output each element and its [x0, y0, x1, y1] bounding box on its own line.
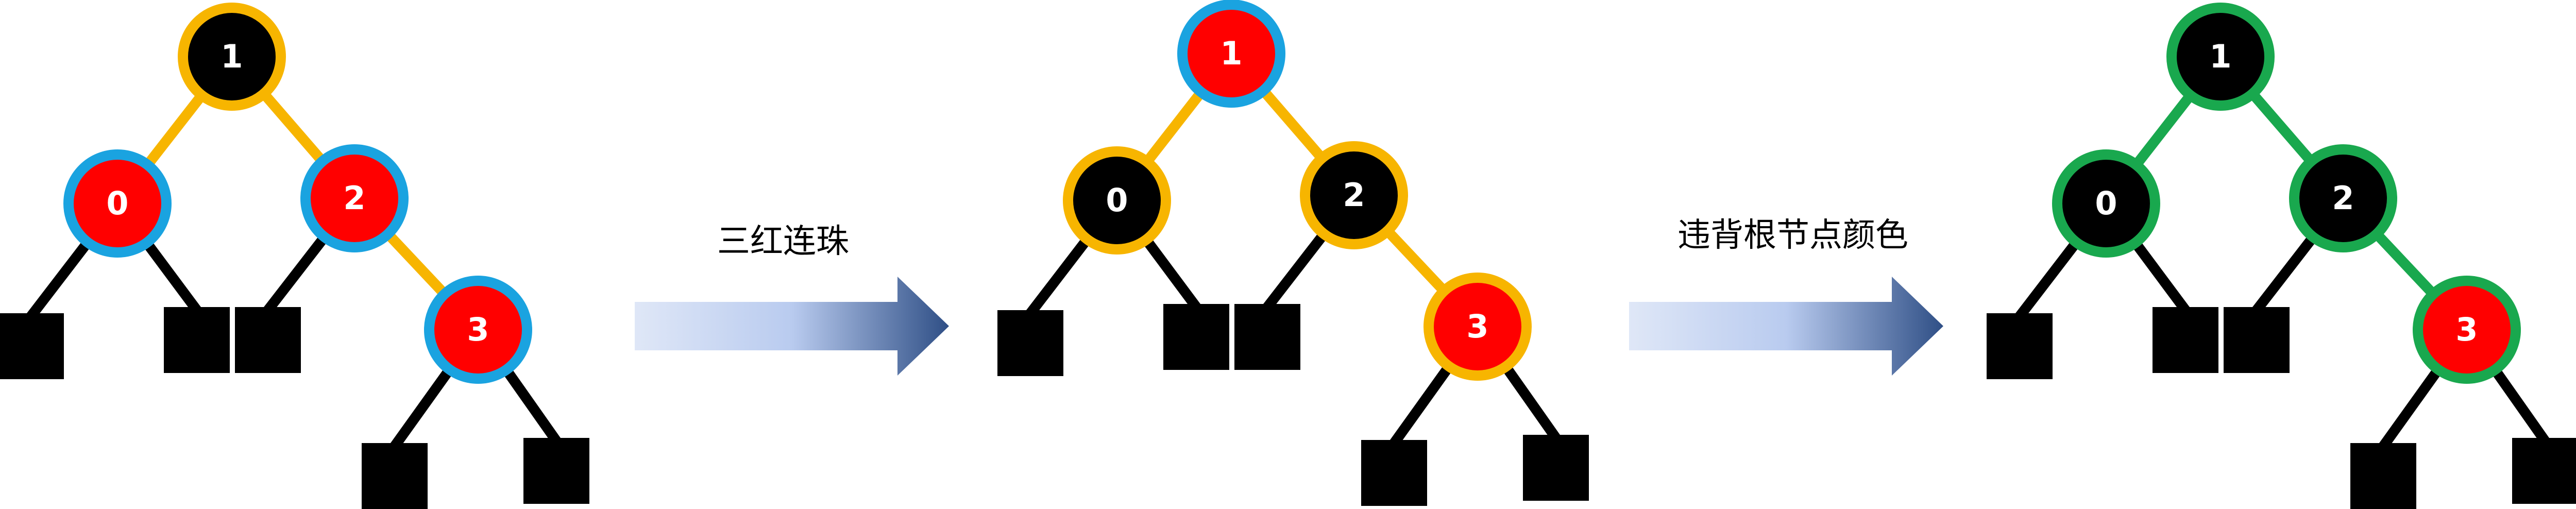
tree-node-circle: [2289, 144, 2397, 252]
tree-node-circle: [1177, 0, 1285, 108]
tree-node-circle: [1300, 141, 1408, 249]
tree-node-circle: [424, 276, 532, 384]
tree-node-label: 0: [2095, 184, 2117, 222]
nil-leaf-0-left: [1987, 313, 2053, 379]
tree-node-label: 2: [2332, 179, 2354, 217]
tree-node-label: 1: [1220, 35, 1242, 72]
arrow-label: 三红连珠: [717, 223, 849, 261]
nil-leaf-0-right: [164, 307, 230, 373]
tree-node-circle: [2052, 149, 2160, 258]
nil-leaf-3-left: [1361, 440, 1427, 506]
transition-arrow-1: 三红连珠: [635, 223, 949, 376]
tree-node-1: 1: [178, 3, 286, 111]
tree-node-circle: [178, 3, 286, 111]
tree-node-circle: [2413, 276, 2521, 384]
tree-node-3: 3: [424, 276, 532, 384]
nil-leaf-layer: [0, 304, 2576, 509]
tree-node-circle: [1063, 146, 1171, 254]
tree-node-circle: [2166, 3, 2275, 111]
arrow-shape: [1629, 277, 1943, 376]
nil-leaf-3-right: [2512, 438, 2576, 504]
tree-node-label: 0: [1106, 181, 1128, 219]
tree-node-1: 1: [2166, 3, 2275, 111]
tree-node-1: 1: [1177, 0, 1285, 108]
nil-leaf-2-left: [235, 307, 301, 373]
arrow-label: 违背根节点颜色: [1677, 216, 1908, 254]
node-layer: 1 0 2 3 1 0 2 3 1 0 2 3: [63, 0, 2521, 384]
nil-leaf-0-right: [1163, 304, 1229, 370]
nil-leaf-3-right: [1523, 435, 1589, 501]
tree-node-label: 1: [2209, 38, 2231, 75]
tree-node-3: 3: [1423, 273, 1532, 381]
nil-leaf-3-left: [2350, 443, 2416, 509]
nil-leaf-2-left: [2224, 307, 2290, 373]
nil-leaf-0-left: [0, 313, 64, 379]
tree-node-0: 0: [63, 149, 172, 258]
edge-layer: [27, 50, 2550, 449]
tree-node-label: 3: [1466, 308, 1488, 345]
tree-node-label: 2: [1343, 176, 1365, 214]
tree-node-3: 3: [2413, 276, 2521, 384]
tree-node-2: 2: [1300, 141, 1408, 249]
nil-leaf-3-left: [362, 443, 428, 509]
tree-node-circle: [1423, 273, 1532, 381]
tree-node-2: 2: [2289, 144, 2397, 252]
arrow-layer: 三红连珠 违背根节点颜色: [635, 216, 1943, 376]
tree-node-label: 2: [343, 179, 365, 217]
nil-leaf-0-left: [997, 310, 1063, 376]
tree-node-label: 1: [221, 38, 243, 75]
tree-node-0: 0: [1063, 146, 1171, 254]
tree-node-circle: [300, 144, 409, 252]
nil-leaf-0-right: [2153, 307, 2218, 373]
arrow-shape: [635, 277, 949, 376]
nil-leaf-3-right: [523, 438, 589, 504]
tree-node-label: 0: [106, 184, 128, 222]
transition-arrow-2: 违背根节点颜色: [1629, 216, 1943, 376]
tree-node-2: 2: [300, 144, 409, 252]
tree-node-circle: [63, 149, 172, 258]
tree-node-label: 3: [2455, 311, 2478, 348]
nil-leaf-2-left: [1234, 304, 1300, 370]
tree-node-0: 0: [2052, 149, 2160, 258]
tree-node-label: 3: [467, 311, 489, 348]
